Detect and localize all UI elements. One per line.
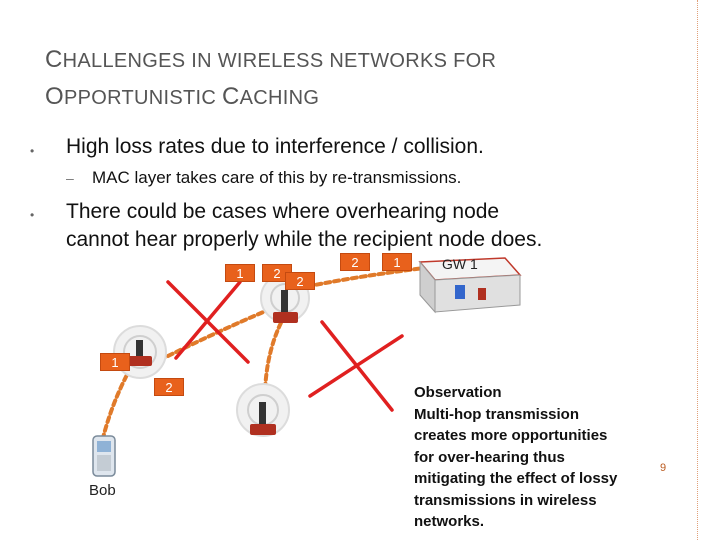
packet-label: 1 <box>225 264 255 282</box>
phone-device-icon <box>92 435 116 477</box>
packet-label: 2 <box>285 272 315 290</box>
packet-label: 1 <box>100 353 130 371</box>
observation-heading: Observation <box>414 384 502 401</box>
packet-label: 2 <box>154 378 184 396</box>
page-number: 9 <box>660 462 667 474</box>
observation-line: for over-hearing thus <box>414 448 565 466</box>
observation-box: Observation Multi-hop transmission creat… <box>414 382 664 533</box>
interference-cross-right <box>308 320 404 412</box>
wireless-node-low <box>236 383 290 437</box>
packet-label: 2 <box>340 253 370 271</box>
title-line-2: OPPORTUNISTIC CACHING <box>45 83 320 110</box>
slide-title: CHALLENGES IN WIRELESS NETWORKS FOR OPPO… <box>45 42 645 116</box>
observation-line: creates more opportunities <box>414 427 608 444</box>
title-line-1: CHALLENGES IN WIRELESS NETWORKS FOR <box>45 46 497 73</box>
gateway-building <box>418 257 522 314</box>
device-label: Bob <box>89 482 116 499</box>
slide-border <box>697 0 698 540</box>
sub-bullet-dash: – <box>66 170 74 186</box>
gateway-label: GW 1 <box>442 256 478 272</box>
sub-bullet-text: MAC layer takes care of this by re-trans… <box>92 168 462 187</box>
bullet-dot: • <box>30 208 35 222</box>
observation-line: Multi-hop transmission <box>414 405 579 423</box>
observation-line: networks. <box>414 513 485 530</box>
bullet-text: There could be cases where overhearing n… <box>66 200 543 251</box>
bullet-text: High loss rates due to interference / co… <box>66 135 484 158</box>
observation-line: transmissions in wireless <box>414 491 597 509</box>
interference-cross-left <box>166 280 250 364</box>
packet-label: 1 <box>382 253 412 271</box>
bullet-dot: • <box>30 144 35 158</box>
observation-line: mitigating the effect of lossy <box>414 470 618 487</box>
